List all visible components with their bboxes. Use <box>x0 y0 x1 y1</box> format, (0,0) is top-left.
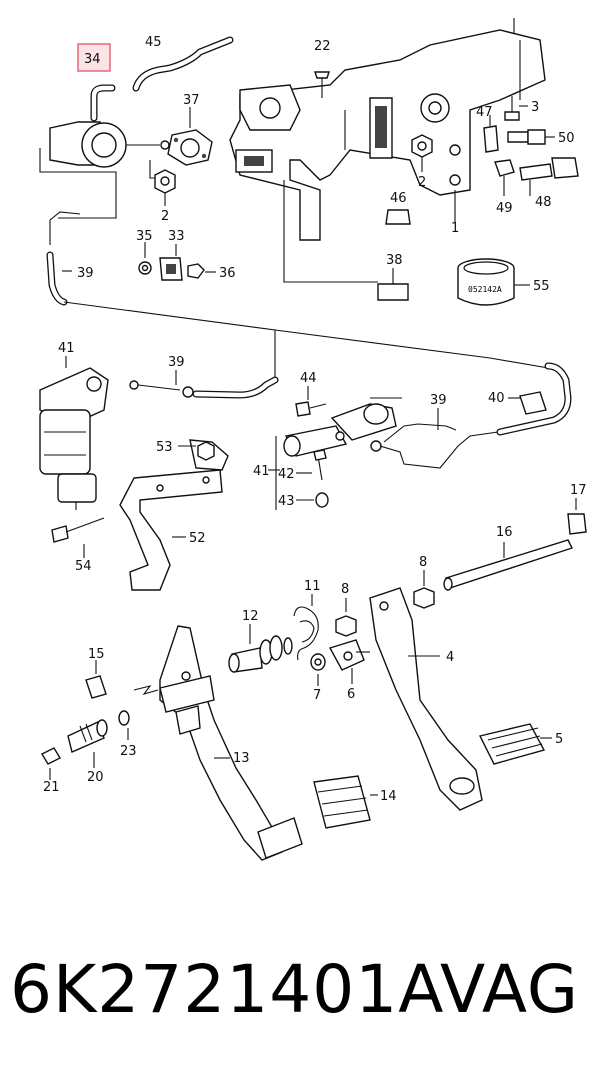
switch-50 <box>507 129 555 145</box>
spring-11 <box>293 594 319 661</box>
bracket-52 <box>119 439 229 591</box>
pedal-pad-5 <box>478 723 552 765</box>
pedal-bracket-assembly <box>229 18 546 283</box>
brand-name: VAG <box>440 951 580 1028</box>
bolt-54 <box>51 517 105 558</box>
part-marking-text: 052142A <box>468 285 502 294</box>
bolt-44 <box>295 386 327 417</box>
callout-7: 7 <box>313 688 321 703</box>
callout-46: 46 <box>390 191 407 206</box>
callout-41-left: 41 <box>58 341 75 356</box>
callout-35: 35 <box>136 229 153 244</box>
callout-23: 23 <box>120 744 137 759</box>
callout-3: 3 <box>531 100 539 115</box>
callout-11: 11 <box>304 579 321 594</box>
callout-39-middle: 39 <box>168 355 185 370</box>
clip-17 <box>567 498 587 535</box>
callout-4: 4 <box>446 650 454 665</box>
callout-53: 53 <box>156 440 173 455</box>
exploded-parts-diagram: 34 45 22 37 3 47 50 2 2 1 46 49 48 35 33… <box>39 18 587 861</box>
clip-46 <box>385 209 411 225</box>
callout-2-left: 2 <box>161 209 169 224</box>
caption-bar: 6K2721401A VAG <box>0 935 600 1045</box>
brake-pedal-4 <box>356 587 483 811</box>
callout-33: 33 <box>168 229 185 244</box>
fasteners-33-35-36 <box>138 242 216 281</box>
washer-7 <box>310 653 326 686</box>
callout-47: 47 <box>476 105 493 120</box>
clip-49 <box>494 159 515 196</box>
master-cylinder-41-right <box>268 397 402 510</box>
callout-6: 6 <box>347 687 355 702</box>
callout-42: 42 <box>278 467 295 482</box>
nut-8-middle <box>335 598 357 637</box>
callout-1: 1 <box>451 221 459 236</box>
switch-48 <box>519 157 579 196</box>
callout-39-right: 39 <box>430 393 447 408</box>
pipe-39-right <box>370 362 572 469</box>
bushing-55 <box>457 258 530 306</box>
clutch-pedal-13 <box>133 625 303 861</box>
pipe-39-upper <box>46 211 561 380</box>
callout-13: 13 <box>233 751 250 766</box>
callout-17: 17 <box>570 483 587 498</box>
callout-39-upper: 39 <box>77 266 94 281</box>
pipe-39-middle <box>129 370 279 399</box>
callout-52: 52 <box>189 531 206 546</box>
shaft-16 <box>443 539 573 591</box>
bushing-12 <box>228 624 293 673</box>
callout-16: 16 <box>496 525 513 540</box>
clutch-master-cylinder-assembly <box>39 43 170 219</box>
callout-12: 12 <box>242 609 259 624</box>
nut-2-right <box>411 134 433 172</box>
callout-40: 40 <box>488 391 505 406</box>
callout-41-right: 41 <box>253 464 270 479</box>
callout-2-right: 2 <box>418 175 426 190</box>
callout-44: 44 <box>300 371 317 386</box>
callout-8-middle: 8 <box>341 582 349 597</box>
part-labels: 34 45 22 37 3 47 50 2 2 1 46 49 48 35 33… <box>43 35 587 804</box>
clip-40 <box>508 391 547 415</box>
clip-6 <box>328 639 365 684</box>
callout-54: 54 <box>75 559 92 574</box>
callout-55: 55 <box>533 279 550 294</box>
callout-8-right: 8 <box>419 555 427 570</box>
slave-cylinder-41 <box>39 356 109 510</box>
part-23 <box>118 710 130 740</box>
callout-15: 15 <box>88 647 105 662</box>
nut-53 <box>178 441 215 461</box>
nut-2-left <box>154 169 176 206</box>
callout-highlight-box <box>77 43 111 72</box>
cap-43 <box>296 492 329 508</box>
clip-38 <box>377 268 409 301</box>
clip-47 <box>483 115 499 153</box>
callout-22: 22 <box>314 39 331 54</box>
hose-45 <box>132 36 234 92</box>
callout-49: 49 <box>496 201 513 216</box>
bolt-22 <box>314 71 330 98</box>
callout-36: 36 <box>219 266 236 281</box>
pedal-pad-14 <box>313 775 378 829</box>
screw-42 <box>296 449 327 481</box>
callout-38: 38 <box>386 253 403 268</box>
gasket-37 <box>167 107 213 166</box>
callout-20: 20 <box>87 770 104 785</box>
callout-5: 5 <box>555 732 563 747</box>
callout-34: 34 <box>84 52 101 67</box>
part-number: 6K2721401A <box>10 951 445 1028</box>
callout-48: 48 <box>535 195 552 210</box>
part-15-and-20 <box>67 660 108 768</box>
bolt-3 <box>504 96 528 121</box>
callout-14: 14 <box>380 789 397 804</box>
callout-45: 45 <box>145 35 162 50</box>
callout-43: 43 <box>278 494 295 509</box>
callout-37: 37 <box>183 93 200 108</box>
callout-50: 50 <box>558 131 575 146</box>
nut-8-right <box>413 570 435 609</box>
part-21 <box>41 747 61 780</box>
callout-21: 21 <box>43 780 60 795</box>
